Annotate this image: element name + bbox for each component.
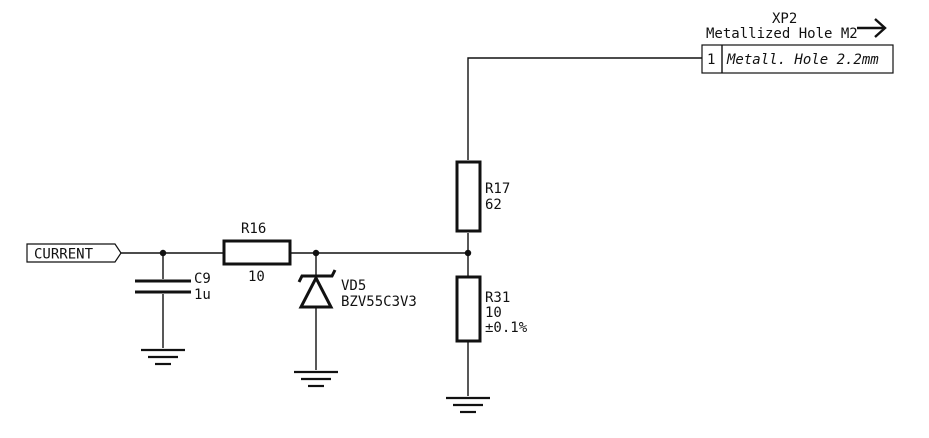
xp2-frame — [701, 44, 894, 74]
ground-symbol-c9 — [141, 348, 185, 366]
r31-ref-label: R31 — [485, 290, 510, 306]
r17-value-label: 62 — [485, 197, 502, 213]
xp2-pin-number: 1 — [707, 52, 715, 68]
ground-symbol-r31 — [446, 396, 490, 414]
xp2-value-label: Metallized Hole M2 — [706, 26, 858, 42]
zener-diode-vd5[interactable]: VD5 BZV55C3V3 — [297, 253, 417, 370]
arrow-right-icon — [857, 18, 887, 38]
junction-dot-c9 — [159, 249, 167, 257]
r16-value-label: 10 — [248, 269, 265, 285]
junction-dot-vd5 — [312, 249, 320, 257]
xp2-ref-label: XP2 — [772, 11, 797, 27]
capacitor-c9[interactable]: C9 1u — [135, 253, 211, 348]
connector-xp2[interactable]: XP2 Metallized Hole M2 1 Metall. Hole 2.… — [701, 11, 894, 74]
r16-body — [222, 239, 292, 266]
wire-r17-to-xp2 — [467, 57, 702, 160]
c9-ref-label: C9 — [194, 271, 211, 287]
r17-body — [455, 160, 482, 233]
current-port[interactable]: CURRENT — [26, 243, 122, 263]
r31-tolerance-label: ±0.1% — [485, 320, 528, 336]
xp2-pin-name: Metall. Hole 2.2mm — [726, 52, 879, 68]
ground-symbol-vd5 — [294, 370, 338, 388]
vd5-anode-triangle — [298, 274, 334, 309]
resistor-r31[interactable]: R31 10 ±0.1% — [455, 275, 528, 343]
vd5-cathode-bar — [297, 269, 337, 283]
junction-dot-node — [464, 249, 472, 257]
c9-value-label: 1u — [194, 287, 211, 303]
resistor-r16[interactable]: R16 10 — [222, 221, 292, 285]
r17-ref-label: R17 — [485, 181, 510, 197]
current-port-label: CURRENT — [34, 247, 94, 263]
current-port-shape — [26, 243, 122, 263]
r16-ref-label: R16 — [241, 221, 266, 237]
r31-body — [455, 275, 482, 343]
vd5-value-label: BZV55C3V3 — [341, 294, 417, 310]
resistor-r17[interactable]: R17 62 — [455, 160, 510, 233]
vd5-ref-label: VD5 — [341, 278, 366, 294]
r31-value-label: 10 — [485, 305, 502, 321]
